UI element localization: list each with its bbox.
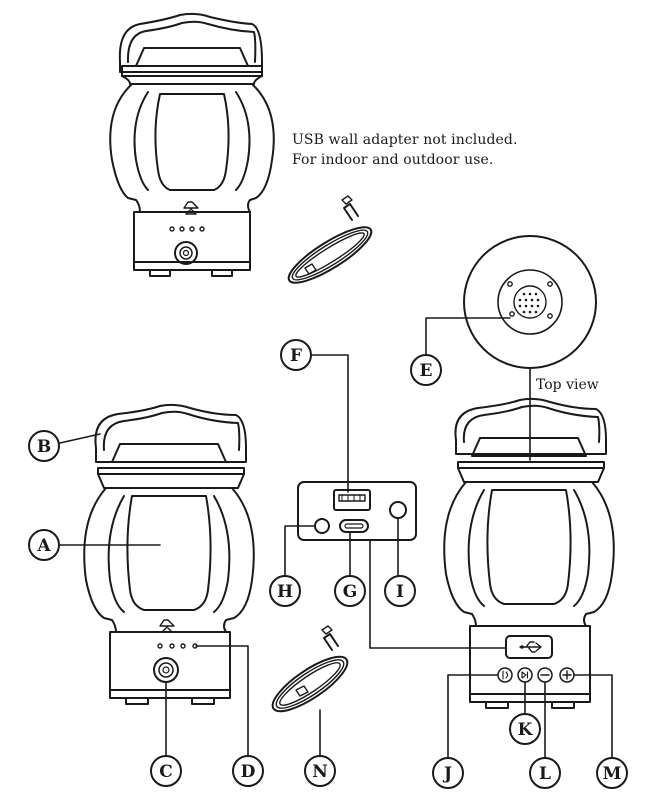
callout-f: F (280, 339, 312, 371)
callout-l: L (529, 757, 561, 789)
callout-letter-g: G (343, 582, 358, 602)
usb-a-port (333, 489, 371, 511)
callout-b: B (28, 430, 60, 462)
lantern-back-view (443, 397, 615, 709)
callout-letter-m: M (603, 764, 622, 784)
callout-c: C (150, 755, 182, 787)
usb-cable-coiled (287, 195, 373, 284)
callout-d: D (232, 755, 264, 787)
callout-letter-k: K (518, 720, 534, 740)
callout-letter-d: D (241, 762, 256, 782)
adapter-note: USB wall adapter not included. (292, 132, 518, 148)
play-pause-button (517, 667, 533, 683)
leader-lines (59, 317, 613, 761)
usage-note: For indoor and outdoor use. (292, 152, 494, 168)
top-view-label: Top view (536, 377, 599, 393)
lantern-globe (126, 495, 212, 611)
callout-k: K (509, 713, 541, 745)
callout-letter-l: L (539, 764, 551, 784)
lantern-front-view (83, 403, 255, 705)
callout-a: A (28, 529, 60, 561)
callout-g: G (334, 575, 366, 607)
callout-letter-j: J (442, 764, 452, 784)
speaker-grille (513, 285, 547, 319)
callout-letter-n: N (312, 762, 328, 782)
power-dimmer-knob (153, 657, 179, 683)
callout-letter-i: I (396, 582, 404, 602)
callout-n: N (304, 755, 336, 787)
usb-port-cover (505, 635, 553, 659)
charge-indicator (314, 518, 330, 534)
callout-letter-a: A (36, 536, 51, 556)
usb-c-port (339, 519, 369, 533)
callout-letter-e: E (420, 361, 433, 381)
callout-letter-c: C (159, 762, 173, 782)
callout-e: E (410, 354, 442, 386)
lantern-overview (109, 12, 275, 277)
bluetooth-button (497, 667, 513, 683)
callout-j: J (432, 757, 464, 789)
lantern-handle (94, 403, 247, 463)
status-indicator (389, 501, 407, 519)
callout-letter-b: B (37, 437, 51, 457)
callout-i: I (384, 575, 416, 607)
callout-m: M (596, 757, 628, 789)
usb-cable-loose (271, 625, 349, 713)
callout-letter-f: F (290, 346, 302, 366)
callout-h: H (269, 575, 301, 607)
port-panel-detail (297, 481, 417, 541)
callout-letter-h: H (277, 582, 293, 602)
top-view-detail (463, 235, 597, 369)
callouts: B A C D E F H G I J K L M N (28, 339, 628, 789)
